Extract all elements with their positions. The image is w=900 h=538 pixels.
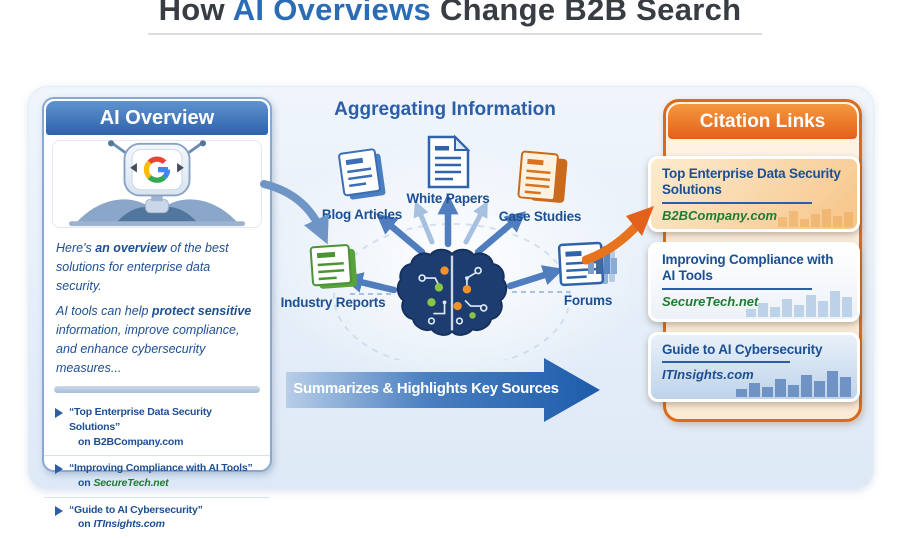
source-citation-item-1[interactable]: “Top Enterprise Data Security Solutions”… <box>44 400 270 455</box>
title-highlight: AI Overviews <box>232 0 432 27</box>
citation-flow-arrow-icon <box>582 206 654 265</box>
citation-card-site: B2BCompany.com <box>662 207 778 223</box>
ai-answer-paragraph-1: Here's an overview of the best solutions… <box>56 241 229 293</box>
citation-site: ITInsights.com <box>93 518 165 531</box>
citation-title: “Guide to AI Cybersecurity” <box>69 503 203 516</box>
summary-arrow-label: Summarizes & Highlights Key Sources <box>293 380 559 397</box>
brain-rays <box>333 193 571 360</box>
bar-chart-icon <box>588 250 617 274</box>
case-studies-icon <box>517 150 568 203</box>
citation-card-site: SecureTech.net <box>662 293 759 309</box>
title-prefix: How <box>158 0 233 27</box>
circuit-brain-icon <box>396 248 508 336</box>
ai-answer-text: Here's an overview of the best solutions… <box>44 230 270 377</box>
skyline-decoration <box>736 371 851 397</box>
title-suffix: Change B2B Search <box>431 0 742 27</box>
industry-reports-icon <box>309 244 358 289</box>
source-blog-articles: Blog Articles <box>302 146 422 222</box>
ai-overview-header: AI Overview <box>46 101 268 135</box>
page-title: How AI Overviews Change B2B Search <box>0 0 900 28</box>
citation-card-title: Top Enterprise Data Security Solutions <box>662 166 841 198</box>
source-industry-reports: Industry Reports <box>270 242 396 310</box>
left-flow-arrow-icon <box>260 180 329 245</box>
robot-box <box>52 140 262 228</box>
aggregating-header: Aggregating Information <box>334 99 556 120</box>
google-robot-icon <box>69 140 245 227</box>
citation-title: “Improving Compliance with AI Tools” <box>69 462 253 475</box>
citation-title: “Top Enterprise Data Security Solutions” <box>69 406 212 433</box>
ai-overview-panel: AI Overview <box>42 97 272 530</box>
play-triangle-icon <box>55 464 63 475</box>
skyline-decoration <box>778 209 853 227</box>
skyline-decoration <box>746 291 852 317</box>
citation-card-title: Improving Compliance with AI Tools <box>662 252 834 284</box>
white-papers-icon <box>427 134 471 189</box>
citation-link-card-3[interactable]: Guide to AI Cybersecurity ITInsights.com <box>648 332 860 402</box>
source-label: Industry Reports <box>280 295 386 310</box>
citation-card-site: ITInsights.com <box>662 367 754 383</box>
citation-links-header: Citation Links <box>668 104 857 139</box>
citation-link-card-2[interactable]: Improving Compliance with AI Tools Secur… <box>648 242 860 322</box>
play-triangle-icon <box>55 408 63 419</box>
title-underline <box>662 361 790 364</box>
play-triangle-icon <box>55 505 63 516</box>
source-label: Forums <box>563 293 613 308</box>
citation-link-card-1[interactable]: Top Enterprise Data Security Solutions B… <box>648 156 860 232</box>
ai-answer-paragraph-2: AI tools can help protect sensitive info… <box>56 304 252 375</box>
google-g-logo <box>143 156 171 183</box>
panel-divider <box>54 386 260 394</box>
title-divider <box>148 33 762 35</box>
title-underline <box>662 201 812 204</box>
summary-arrow <box>286 358 600 422</box>
title-underline <box>662 287 812 290</box>
citation-site: SecureTech.net <box>93 477 169 489</box>
citation-site: B2BCompany.com <box>93 435 184 448</box>
citation-card-title: Guide to AI Cybersecurity <box>662 342 823 357</box>
blog-articles-icon <box>338 148 386 200</box>
